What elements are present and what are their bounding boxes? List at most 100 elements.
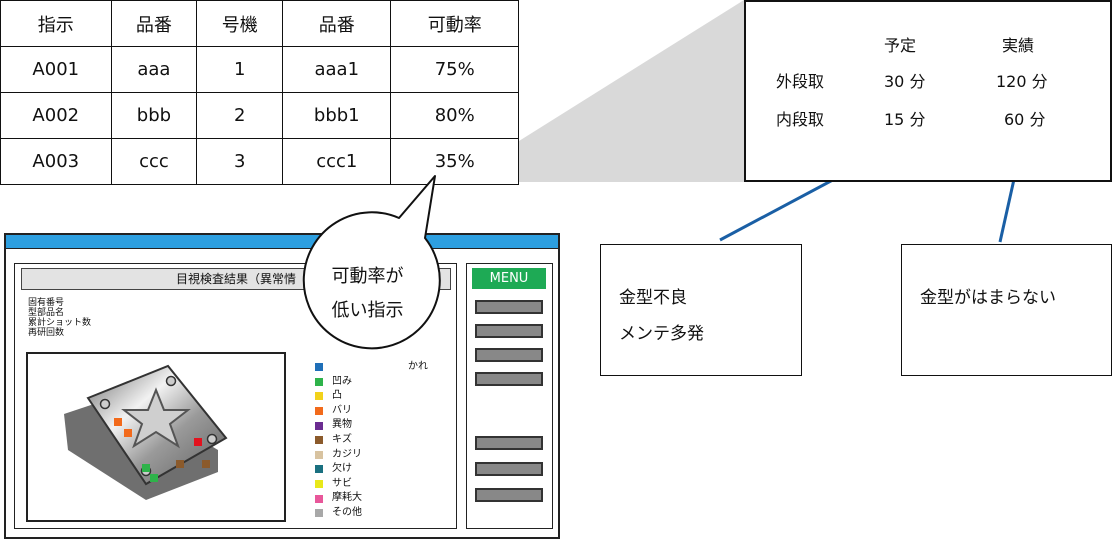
- callout-line: 可動率が: [331, 266, 404, 287]
- legend-item: バリ: [315, 404, 428, 419]
- plan-column-header: 予定: [884, 36, 917, 55]
- info-line: 累計ショット数: [28, 318, 92, 328]
- header-cell: 号機: [196, 0, 284, 47]
- menu-item-button[interactable]: [475, 462, 543, 476]
- internal-setup-plan: 15 分: [884, 110, 926, 129]
- menu-item-button[interactable]: [475, 300, 543, 314]
- defect-marker[interactable]: [124, 429, 132, 437]
- mold-info: 固有番号 型部品名 累計ショット数 再研回数: [28, 298, 91, 338]
- legend-label: 欠け: [332, 463, 352, 475]
- internal-setup-actual: 60 分: [1004, 110, 1046, 129]
- table-cell: A003: [0, 138, 112, 185]
- table-cell: aaa: [110, 46, 198, 93]
- table-cell: bbb1: [282, 92, 392, 139]
- mold-image-frame: [26, 352, 286, 522]
- callout-line: 低い指示: [331, 300, 404, 321]
- table-cell: bbb: [110, 92, 198, 139]
- info-line: 再研回数: [28, 328, 65, 338]
- legend-swatch: [315, 450, 323, 459]
- defect-marker[interactable]: [176, 460, 184, 468]
- table-cell: ccc: [110, 138, 198, 185]
- note-line: メンテ多発: [619, 324, 704, 344]
- legend-item: カジリ: [315, 448, 428, 463]
- legend-item: 凸: [315, 389, 428, 404]
- legend-swatch: [315, 392, 323, 401]
- legend-swatch: [315, 363, 323, 372]
- legend-item: 摩耗大: [315, 491, 428, 506]
- callout-bubble: [302, 175, 441, 350]
- legend-item: その他: [315, 506, 428, 521]
- menu-panel: MENU: [466, 263, 553, 529]
- table-cell: A002: [0, 92, 112, 139]
- legend-swatch: [315, 436, 323, 445]
- legend-item: 凹み: [315, 375, 428, 390]
- legend-swatch: [315, 494, 323, 503]
- legend-label: カジリ: [332, 448, 362, 460]
- note-mold-defect: 金型不良 メンテ多発: [600, 244, 802, 376]
- legend-item: かれ: [315, 360, 428, 375]
- instruction-table: 指示 品番 号機 品番 可動率 A001 aaa 1 aaa1 75% A002…: [0, 0, 519, 185]
- note-line: 金型がはまらない: [920, 288, 1056, 308]
- legend-swatch: [315, 377, 323, 386]
- table-header-row: 指示 品番 号機 品番 可動率: [0, 0, 519, 47]
- legend-label: かれ: [408, 361, 428, 372]
- legend-swatch: [315, 465, 323, 474]
- header-cell: 品番: [282, 0, 392, 47]
- table-row[interactable]: A003 ccc 3 ccc1 35%: [0, 138, 519, 185]
- menu-item-button[interactable]: [475, 488, 543, 502]
- legend-swatch: [315, 509, 323, 518]
- mold-image: [64, 364, 228, 500]
- defect-marker[interactable]: [142, 464, 150, 472]
- menu-item-button[interactable]: [475, 348, 543, 362]
- header-cell: 指示: [0, 0, 112, 47]
- legend-label: 凸: [332, 390, 342, 402]
- legend-swatch: [315, 421, 323, 430]
- table-row[interactable]: A001 aaa 1 aaa1 75%: [0, 46, 519, 93]
- info-line: 型部品名: [28, 308, 65, 318]
- legend-swatch: [315, 407, 323, 416]
- internal-setup-label: 内段取: [776, 110, 825, 129]
- defect-marker[interactable]: [194, 438, 202, 446]
- table-cell: 35%: [390, 138, 519, 185]
- legend-label: その他: [332, 506, 362, 518]
- legend-item: サビ: [315, 477, 428, 492]
- legend-label: バリ: [332, 404, 352, 416]
- header-cell: 品番: [110, 0, 198, 47]
- table-cell: 80%: [390, 92, 519, 139]
- external-setup-plan: 30 分: [884, 72, 926, 91]
- defect-marker[interactable]: [202, 460, 210, 468]
- legend-label: 異物: [332, 419, 352, 431]
- menu-button[interactable]: MENU: [472, 268, 546, 289]
- menu-item-button[interactable]: [475, 324, 543, 338]
- menu-item-button[interactable]: [475, 436, 543, 450]
- external-setup-actual: 120 分: [996, 72, 1048, 91]
- table-cell: 75%: [390, 46, 519, 93]
- table-cell: 3: [196, 138, 284, 185]
- defect-marker[interactable]: [114, 418, 122, 426]
- external-setup-label: 外段取: [776, 72, 825, 91]
- menu-item-button[interactable]: [475, 372, 543, 386]
- info-line: 固有番号: [28, 298, 65, 308]
- table-cell: 2: [196, 92, 284, 139]
- legend-label: 摩耗大: [332, 492, 362, 504]
- table-cell: A001: [0, 46, 112, 93]
- actual-column-header: 実績: [1002, 36, 1035, 55]
- setup-time-box: 予定 実績 外段取 30 分 120 分 内段取 15 分 60 分: [744, 0, 1112, 182]
- legend-label: 凹み: [332, 375, 352, 387]
- header-cell: 可動率: [390, 0, 519, 47]
- note-mold-fit: 金型がはまらない: [901, 244, 1112, 376]
- zoom-wedge: [519, 0, 744, 182]
- table-cell: ccc1: [282, 138, 392, 185]
- legend-swatch: [315, 480, 323, 489]
- defect-marker[interactable]: [150, 474, 158, 482]
- legend-item: 欠け: [315, 462, 428, 477]
- callout-text: 可動率が 低い指示: [300, 260, 435, 328]
- table-row[interactable]: A002 bbb 2 bbb1 80%: [0, 92, 519, 139]
- legend-item: キズ: [315, 433, 428, 448]
- legend-label: キズ: [332, 433, 352, 445]
- note-line: 金型不良: [619, 288, 687, 308]
- table-cell: aaa1: [282, 46, 392, 93]
- legend-item: 異物: [315, 418, 428, 433]
- defect-legend: かれ 凹み 凸 バリ 異物 キズ カジリ 欠け サビ 摩耗大 その他: [315, 360, 428, 521]
- table-cell: 1: [196, 46, 284, 93]
